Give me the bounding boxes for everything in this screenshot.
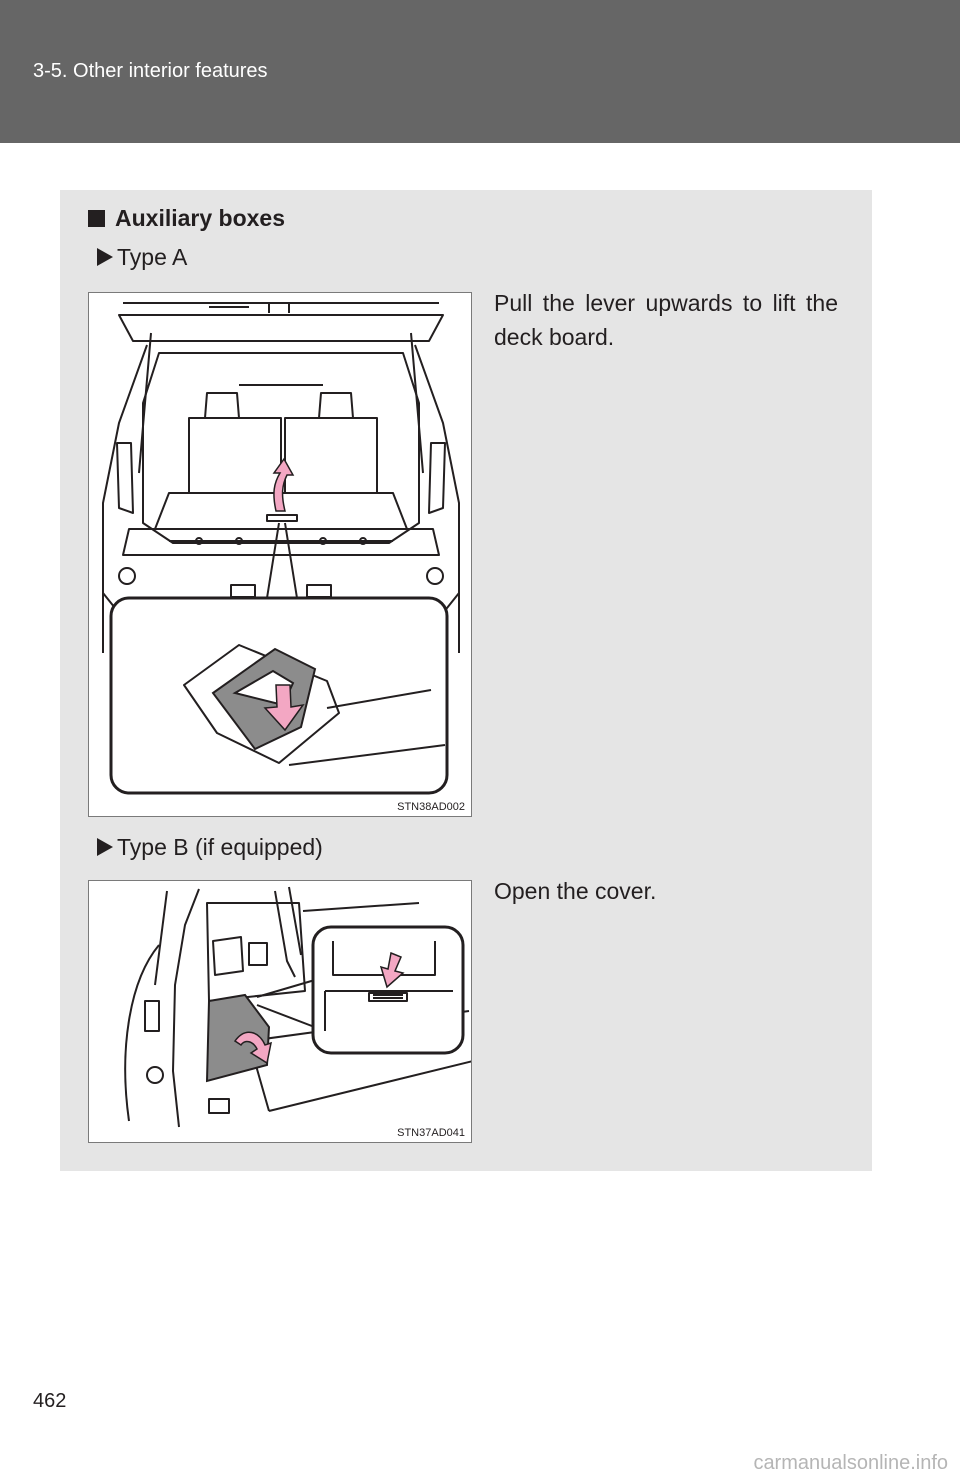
section-heading-text: Auxiliary boxes xyxy=(115,205,286,231)
page-header: 3-5. Other interior features xyxy=(0,0,960,143)
figure-code-a: STN38AD002 xyxy=(397,801,465,813)
side-storage-illustration xyxy=(124,886,471,1128)
type-b-label: Type B (if equipped) xyxy=(97,834,323,861)
figure-type-a: STN38AD002 xyxy=(88,292,472,817)
triangle-bullet-icon xyxy=(97,838,113,856)
chapter-title: 3-5. Other interior features xyxy=(33,60,268,82)
type-a-label-text: Type A xyxy=(117,244,188,270)
figure-code-b: STN37AD041 xyxy=(397,1127,465,1139)
type-b-instruction: Open the cover. xyxy=(494,878,657,904)
section-heading: Auxiliary boxes xyxy=(88,205,285,232)
type-b-label-text: Type B (if equipped) xyxy=(117,834,323,860)
triangle-bullet-icon xyxy=(97,248,113,266)
square-bullet-icon xyxy=(88,210,105,227)
figure-type-b: STN37AD041 xyxy=(88,880,472,1143)
type-a-instruction: Pull the lever upwards to lift the deck … xyxy=(494,290,838,350)
type-a-label: Type A xyxy=(97,244,187,271)
cargo-area-illustration xyxy=(102,302,460,795)
watermark: carmanualsonline.info xyxy=(753,1452,948,1474)
page-number: 462 xyxy=(33,1390,67,1412)
